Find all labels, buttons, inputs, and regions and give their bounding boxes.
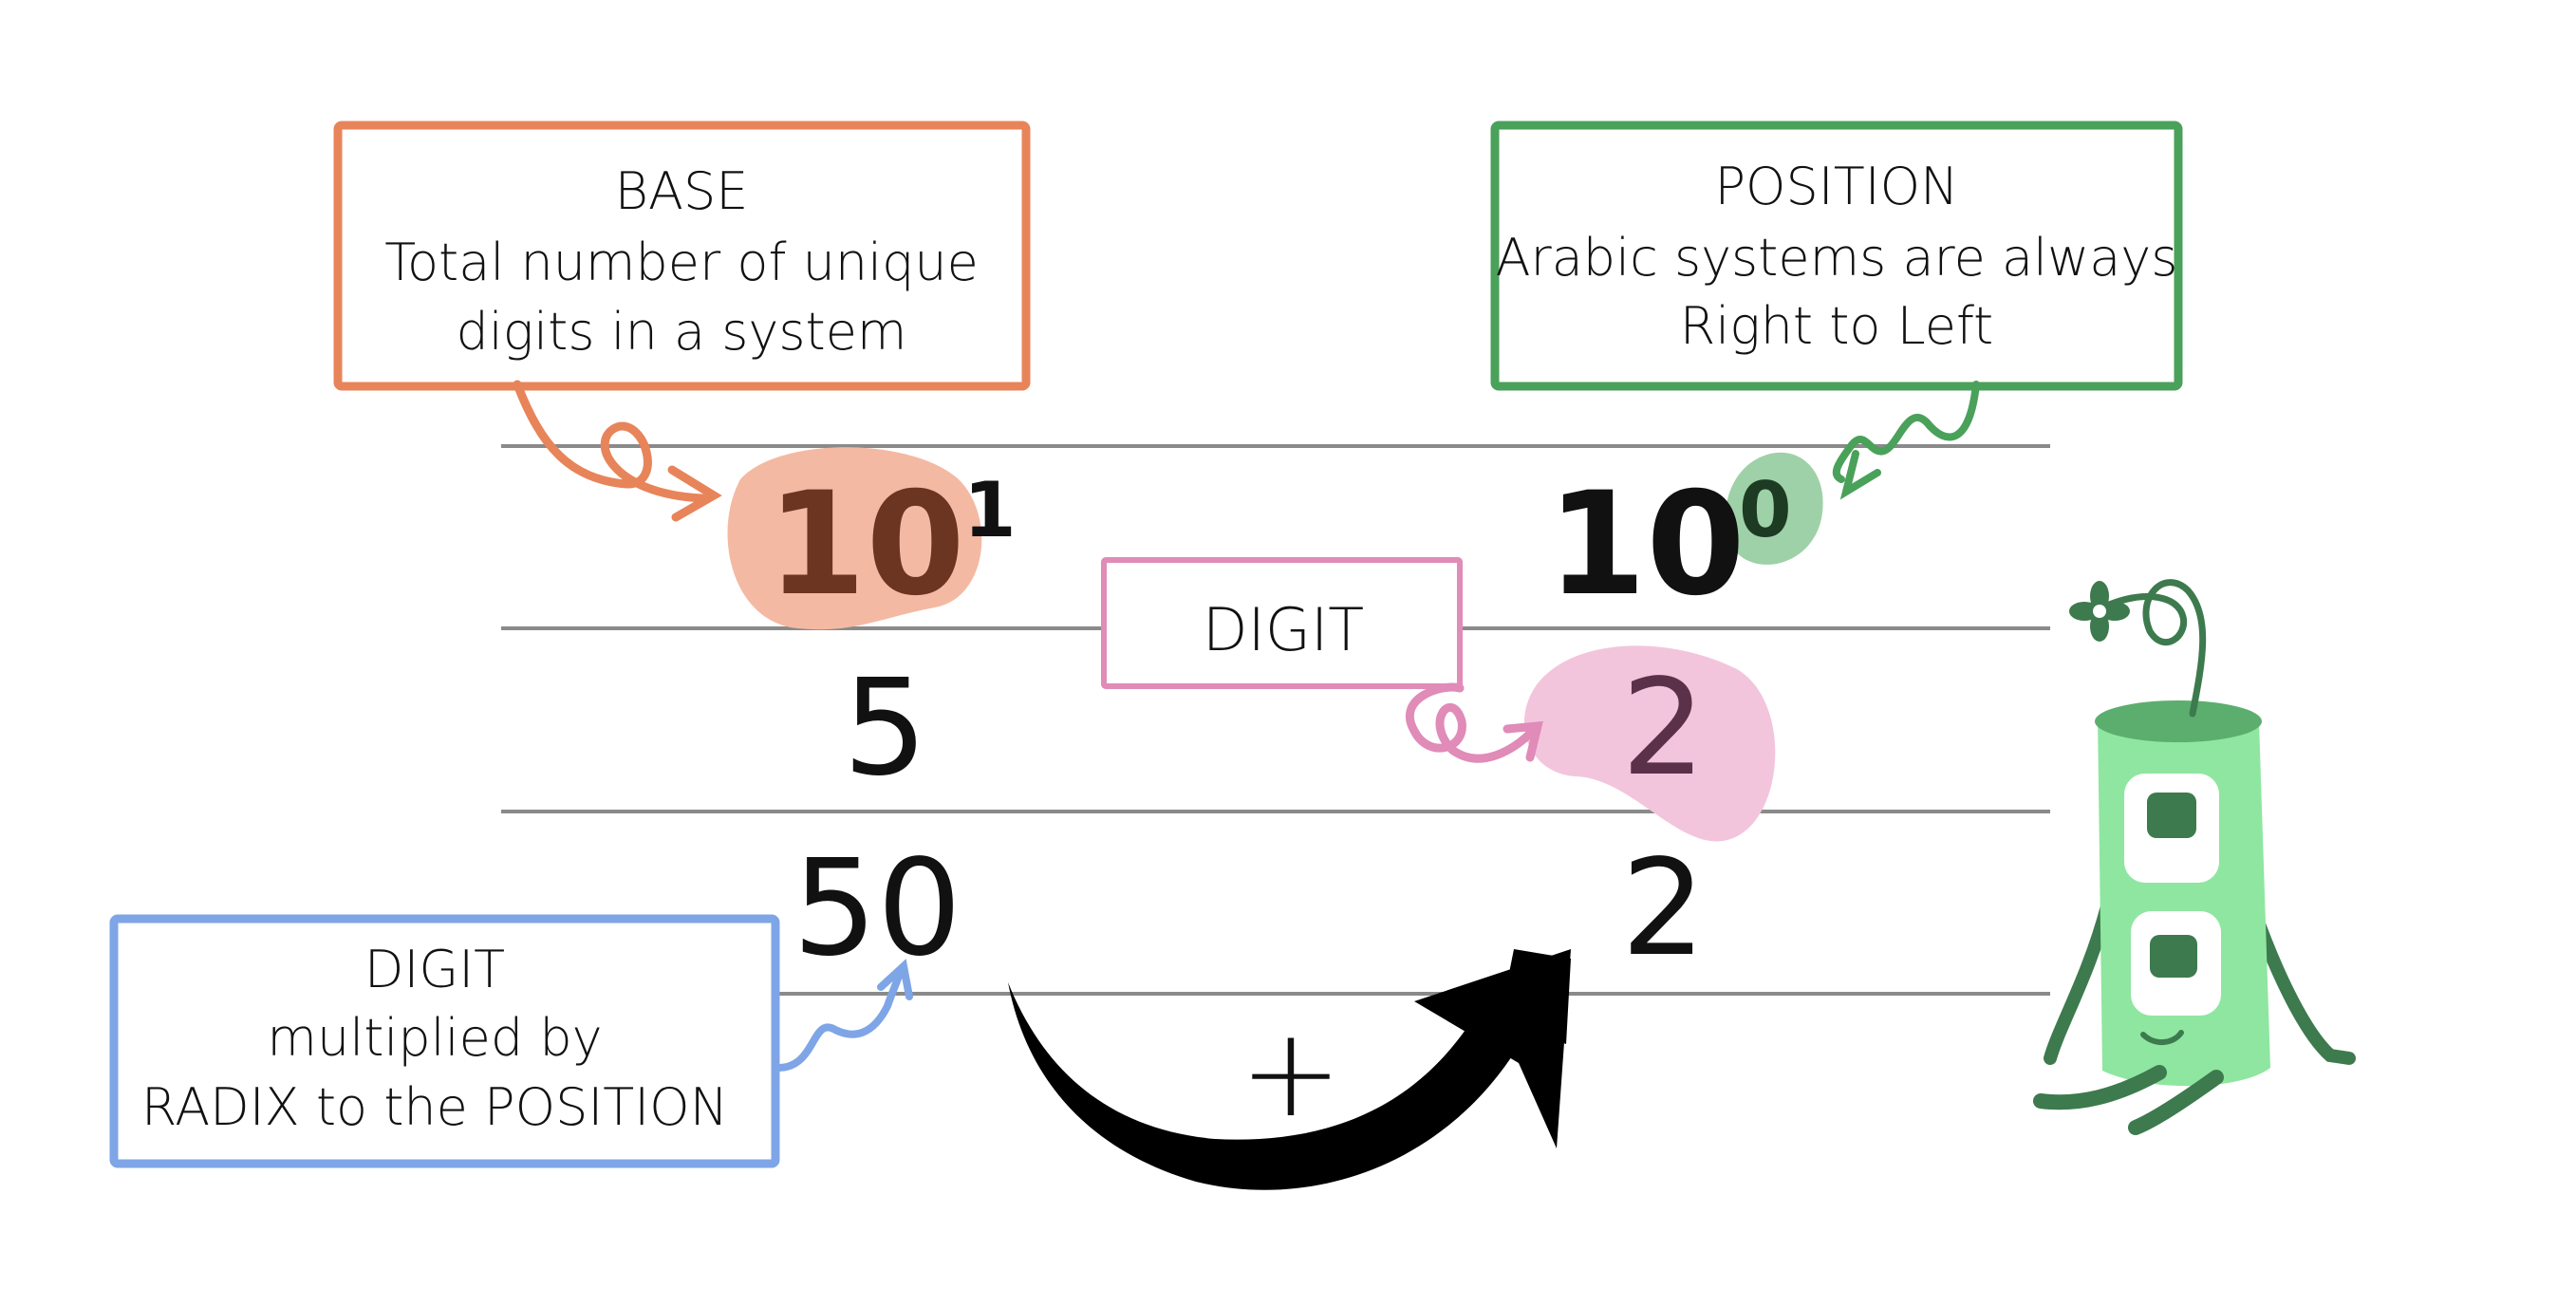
position-callout-title: POSITION <box>1714 157 1958 216</box>
table-right-column: 10 0 2 2 <box>1547 462 1792 986</box>
left-product: 50 <box>793 831 961 986</box>
position-arrowhead <box>1839 450 1881 500</box>
product-arrowhead <box>877 959 913 1000</box>
mascot-lower-pane <box>2150 935 2197 978</box>
base-arrow <box>513 380 707 503</box>
base-callout-title: BASE <box>615 161 749 221</box>
table-left-column: 10 1 5 50 <box>767 462 1017 986</box>
left-power-base: 10 <box>767 462 965 627</box>
mascot-left-arm <box>2044 900 2114 1065</box>
sum-arrow-body <box>1008 949 1571 1190</box>
product-callout-line1: multiplied by <box>267 1008 602 1068</box>
position-highlight-blob <box>1725 452 1823 565</box>
digit-callout-frame <box>1101 557 1463 689</box>
left-power-exponent: 1 <box>963 466 1017 554</box>
table-rules <box>501 444 2050 996</box>
base-highlight-blob <box>727 447 982 630</box>
mascot-smile <box>2140 1030 2184 1045</box>
left-digit: 5 <box>843 651 927 806</box>
digit-callout-title: DIGIT <box>1203 595 1364 664</box>
digit-callout: DIGIT <box>1101 557 1543 763</box>
mascot-left-leg <box>2033 1065 2167 1110</box>
digit-arrow <box>1405 682 1538 763</box>
position-callout-line2: Right to Left <box>1680 296 1993 356</box>
product-callout-title: DIGIT <box>364 940 505 999</box>
product-arrow <box>775 964 905 1072</box>
position-callout-frame <box>1490 121 2183 391</box>
mascot-top <box>2095 700 2262 742</box>
mascot-right-leg <box>2128 1070 2224 1135</box>
mascot-illustration <box>2033 579 2356 1135</box>
position-callout-line1: Arabic systems are always <box>1496 228 2178 288</box>
product-callout-frame <box>109 914 780 1168</box>
right-power-exponent: 0 <box>1739 466 1792 554</box>
right-power-base: 10 <box>1547 462 1745 627</box>
mascot-flower-icon <box>2069 581 2130 642</box>
base-arrowhead <box>667 465 722 522</box>
mascot-upper-pane <box>2147 793 2196 838</box>
right-digit: 2 <box>1621 651 1706 806</box>
base-callout-line2: digits in a system <box>456 302 906 362</box>
product-callout-line2: RADIX to the POSITION <box>141 1077 728 1137</box>
position-arrow <box>1832 381 1980 483</box>
base-callout-line1: Total number of unique <box>384 233 979 292</box>
sum-operator: + <box>1240 1000 1343 1145</box>
right-product: 2 <box>1621 831 1706 986</box>
product-callout: DIGIT multiplied by RADIX to the POSITIO… <box>109 914 913 1168</box>
base-callout-frame <box>333 121 1031 391</box>
digit-arrowhead <box>1503 720 1543 762</box>
position-callout: POSITION Arabic systems are always Right… <box>1490 121 2183 500</box>
mascot-body <box>2098 706 2270 1087</box>
digit-highlight-blob <box>1523 645 1776 842</box>
mascot-antenna <box>2099 579 2207 718</box>
base-callout: BASE Total number of unique digits in a … <box>333 121 1031 522</box>
sum-arrow: + <box>1008 949 1571 1190</box>
sum-arrowhead <box>1414 949 1571 1148</box>
